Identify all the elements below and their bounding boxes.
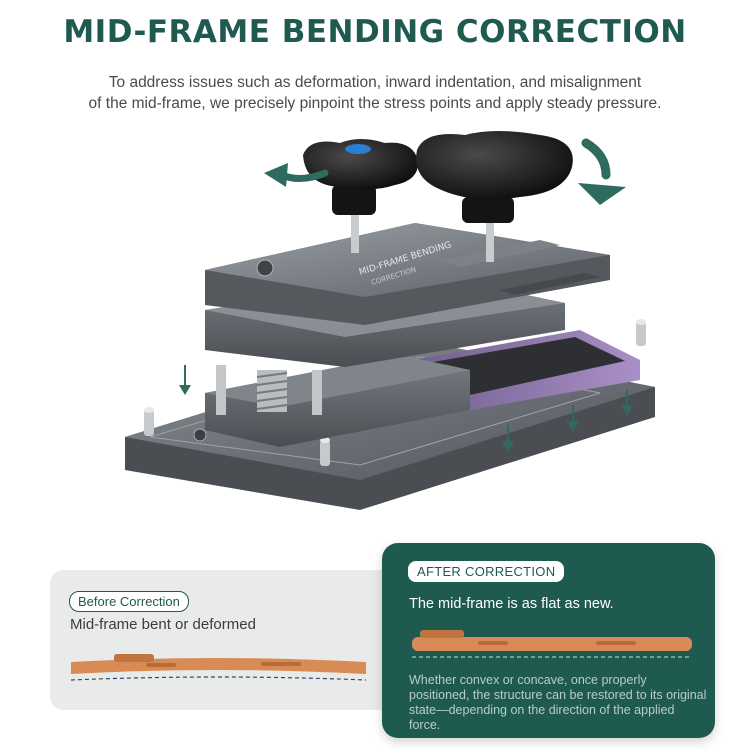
down-arrow-icon: [179, 365, 191, 395]
after-correction-badge: AFTER CORRECTION: [407, 560, 566, 583]
top-plate: MID-FRAME BENDING CORRECTION: [205, 223, 610, 325]
before-description: Mid-frame bent or deformed: [70, 616, 256, 633]
left-adjustment-knob[interactable]: [303, 139, 419, 215]
rotate-left-arrow-icon: [264, 163, 329, 187]
right-adjustment-knob[interactable]: [416, 131, 573, 223]
pressure-arrows: [179, 365, 633, 452]
guide-rods: [216, 365, 322, 415]
intro-line-2: of the mid-frame, we precisely pinpoint …: [88, 95, 662, 112]
intro-text: To address issues such as deformation, i…: [40, 72, 710, 114]
base-posts: [144, 319, 646, 466]
rotate-right-arrow-icon: [578, 138, 626, 205]
down-arrow-icon: [502, 425, 514, 452]
flat-phone-frame-image: [412, 630, 692, 658]
page-title: MID-FRAME BENDING CORRECTION: [63, 14, 687, 50]
blue-cap-icon: [345, 144, 371, 154]
after-headline: The mid-frame is as flat as new.: [409, 596, 614, 612]
down-arrow-icon: [621, 390, 633, 416]
after-correction-card: AFTER CORRECTION The mid-frame is as fla…: [382, 543, 715, 738]
down-arrow-icon: [567, 405, 579, 432]
before-correction-badge: Before Correction: [69, 591, 189, 612]
before-correction-card: Before Correction Mid-frame bent or defo…: [50, 570, 395, 710]
correction-device-illustration: MID-FRAME BENDING CORRECTION: [0, 125, 750, 545]
after-note: Whether convex or concave, once properly…: [409, 673, 707, 732]
knob-screws: [351, 213, 494, 262]
intro-line-1: To address issues such as deformation, i…: [108, 74, 642, 91]
pressure-spring: [256, 370, 288, 412]
bent-phone-frame-image: [70, 654, 367, 681]
